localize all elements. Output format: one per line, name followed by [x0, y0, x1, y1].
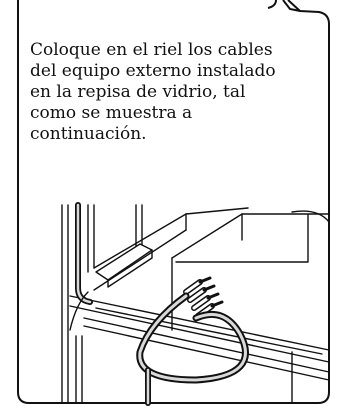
left-cable-core	[76, 203, 92, 304]
equipment-box	[175, 214, 309, 263]
rail-slot	[95, 307, 323, 355]
front-rail	[83, 317, 330, 373]
equipment-curve	[291, 210, 330, 223]
callout-tab	[282, 0, 301, 12]
front-rail	[83, 325, 330, 381]
connector-plug	[198, 276, 224, 308]
connector-tip	[184, 280, 214, 318]
callout-frame	[17, 0, 330, 404]
equipment-box	[171, 213, 330, 259]
lead-line	[75, 335, 293, 404]
cable-rail-illustration	[61, 202, 330, 406]
front-rail	[69, 305, 330, 363]
cable-bundle-core	[138, 294, 247, 382]
front-rail	[69, 295, 330, 351]
instruction-text: Coloque en el riel los cables del equipo…	[30, 40, 276, 144]
cable-clip	[107, 249, 153, 288]
glass-shelf	[93, 207, 249, 291]
sweep-cable	[69, 291, 89, 331]
